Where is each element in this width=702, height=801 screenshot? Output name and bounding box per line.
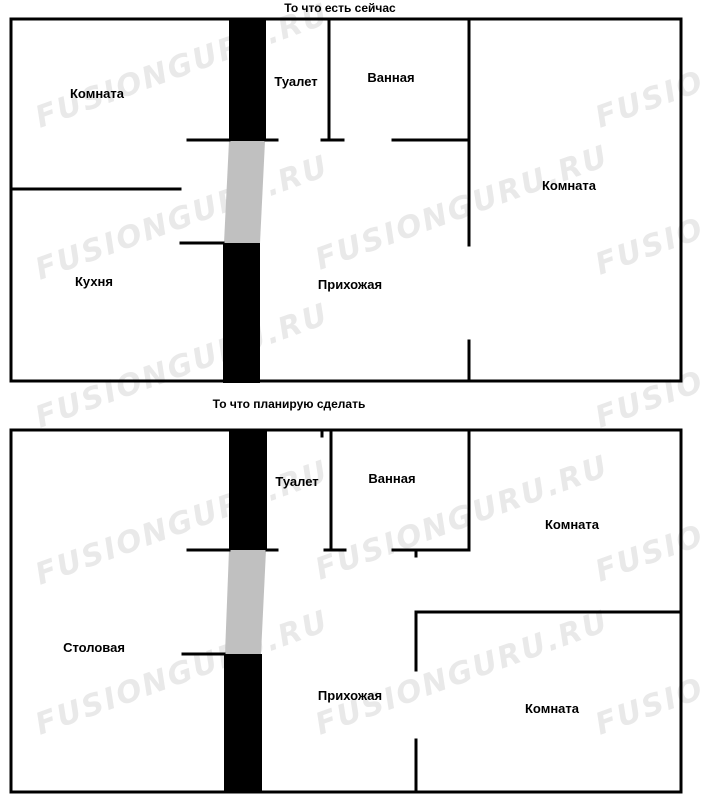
room-label: Туалет	[275, 474, 318, 489]
load-bearing-wall-upper	[229, 430, 267, 550]
room-label: Комната	[545, 517, 600, 532]
room-label: Ванная	[367, 70, 414, 85]
watermark-site: FUSIONGURU.RU	[311, 604, 614, 743]
room-label: Прихожая	[318, 688, 382, 703]
plan-current-title: То что есть сейчас	[284, 1, 396, 15]
room-label: Ванная	[368, 471, 415, 486]
plan-planned-title: То что планирую сделать	[213, 397, 366, 411]
room-label: Туалет	[274, 74, 317, 89]
watermark-site: FUSIONGURU.RU	[311, 139, 614, 278]
watermark-site: FUSIONGURU.RU	[31, 604, 334, 743]
room-label: Комната	[542, 178, 597, 193]
watermark-brand: FUSION	[591, 662, 702, 743]
room-label: Комната	[525, 701, 580, 716]
outer-wall	[9, 17, 683, 383]
removed-wall-segment	[225, 550, 266, 654]
watermark-brand: FUSION	[591, 509, 702, 590]
room-label: Комната	[70, 86, 125, 101]
watermark-brand: FUSION	[591, 355, 702, 436]
watermark-layer: FUSIONGURU.RU FUSIONGURU.RU FUSIONGURU.R…	[31, 0, 702, 743]
load-bearing-wall-lower	[223, 243, 260, 383]
watermark-brand: FUSION	[591, 55, 702, 136]
plan-planned: То что планирую сделать Туалет Ванная Ко…	[9, 397, 683, 794]
plan-current: То что есть сейчас Комната Туалет Ванная…	[9, 1, 683, 383]
room-label: Столовая	[63, 640, 125, 655]
watermark-site: FUSIONGURU.RU	[31, 149, 334, 288]
load-bearing-wall-upper	[229, 19, 266, 141]
room-label: Кухня	[75, 274, 113, 289]
removed-wall-segment	[224, 141, 265, 243]
watermark-site: FUSIONGURU.RU	[31, 297, 334, 436]
watermark-brand: FUSION	[591, 202, 702, 283]
room-label: Прихожая	[318, 277, 382, 292]
load-bearing-wall-lower	[224, 654, 262, 792]
